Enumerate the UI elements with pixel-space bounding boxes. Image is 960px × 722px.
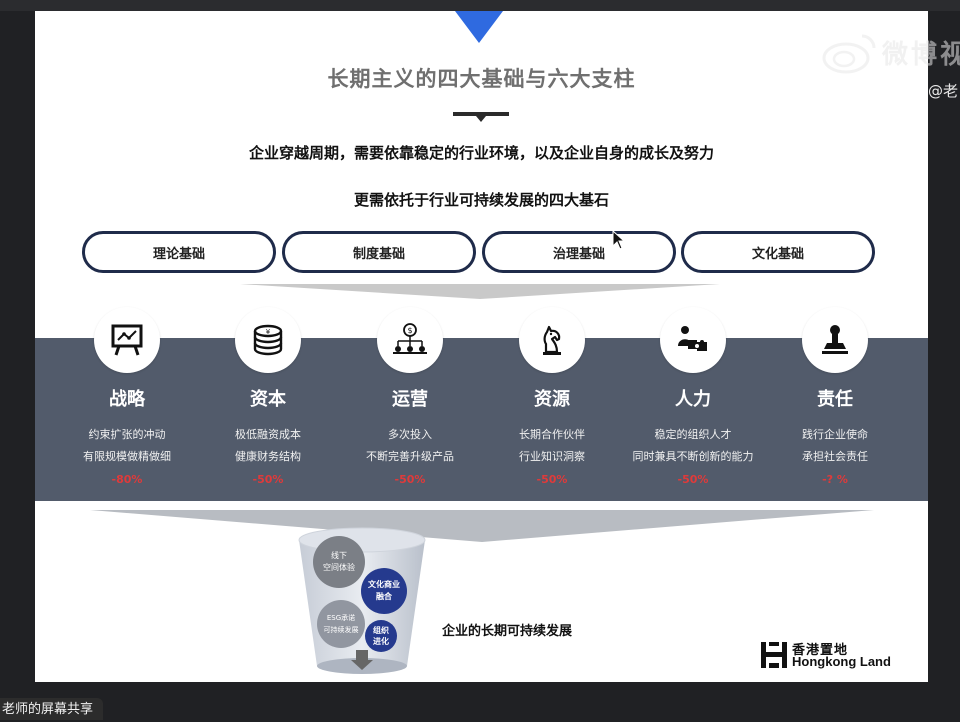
chess-knight-icon: [519, 307, 585, 373]
screen-share-label: 老师的屏幕共享: [0, 698, 104, 720]
pillar-description: 长期合作伙伴 行业知识洞察: [482, 424, 622, 468]
pillar-name: 资源: [534, 389, 570, 410]
weibo-watermark-text: 微博视: [882, 40, 960, 70]
pillar-desc-line: 约束扩张的冲动: [88, 428, 166, 441]
stamp-icon: [802, 307, 868, 373]
bubble-text: 空间体验: [323, 563, 355, 572]
funnel-bubble-3: ESG承诺 可持续发展: [317, 600, 365, 648]
funnel-bubble-4: 组织 进化: [365, 620, 397, 652]
pillar-percent: -50%: [677, 473, 709, 486]
pillar-desc-line: 健康财务结构: [235, 450, 301, 463]
pillar-description: 稳定的组织人才 同时兼具不断创新的能力: [623, 424, 763, 468]
pillar-description: 约束扩张的冲动 有限规模做精做细: [57, 424, 197, 468]
pillars-band: [35, 338, 928, 501]
pillar-desc-line: 承担社会责任: [802, 450, 868, 463]
pillar-name: 资本: [250, 389, 286, 410]
logo-chinese-name: 香港置地: [792, 643, 849, 658]
title-caret-icon: [476, 116, 486, 122]
title-underline: [453, 112, 509, 116]
weibo-watermark-handle: @老: [928, 82, 959, 100]
pillars-wedge-arrow: [90, 510, 874, 542]
foundation-pill: 治理基础: [482, 231, 676, 273]
foundation-pill: 制度基础: [282, 231, 476, 273]
pillar-resources: 资源 长期合作伙伴 行业知识洞察 -50%: [482, 307, 622, 486]
logo-english-name: Hongkong Land: [792, 654, 891, 669]
coin-stack-icon: ¥: [235, 307, 301, 373]
foundation-pill: 理论基础: [82, 231, 276, 273]
bottom-label: 企业的长期可持续发展: [442, 624, 573, 639]
pillar-operations: $ 运营 多次投入 不断完善升级产品 -50%: [340, 307, 480, 486]
weibo-watermark: 微博视 @老: [820, 30, 960, 110]
slide-subtitle-1: 企业穿越周期，需要依靠稳定的行业环境，以及企业自身的成长及努力: [248, 144, 714, 162]
strategy-board-icon: [94, 307, 160, 373]
pillar-desc-line: 不断完善升级产品: [366, 450, 454, 463]
pillar-strategy: 战略 约束扩张的冲动 有限规模做精做细 -80%: [57, 307, 197, 486]
pillar-desc-line: 长期合作伙伴: [519, 428, 585, 441]
weibo-logo-icon: [822, 34, 876, 74]
pillar-percent: -? %: [822, 473, 848, 486]
bubble-text: 组织: [373, 626, 389, 635]
top-triangle-decoration: [455, 11, 503, 43]
bubble-text: 融合: [376, 592, 392, 601]
pillar-description: 多次投入 不断完善升级产品: [340, 424, 480, 468]
pillar-name: 责任: [817, 389, 853, 410]
pillar-desc-line: 多次投入: [388, 428, 432, 441]
pillar-desc-line: 同时兼具不断创新的能力: [632, 450, 754, 463]
hongkong-land-logo: 香港置地 Hongkong Land: [760, 639, 910, 671]
pillar-percent: -80%: [111, 473, 143, 486]
pillar-desc-line: 极低融资成本: [235, 428, 301, 441]
foundation-pill: 文化基础: [681, 231, 875, 273]
pillar-name: 运营: [392, 389, 428, 410]
pillar-percent: -50%: [536, 473, 568, 486]
bubble-text: ESG承诺: [326, 614, 356, 622]
pillar-capital: ¥ 资本 极低融资成本 健康财务结构 -50%: [198, 307, 338, 486]
bubble-text: 文化商业: [368, 580, 400, 589]
pillar-desc-line: 行业知识洞察: [519, 450, 585, 463]
pillar-desc-line: 稳定的组织人才: [654, 428, 732, 441]
pillar-percent: -50%: [394, 473, 426, 486]
bubble-text: 进化: [373, 637, 389, 646]
shared-slide: 长期主义的四大基础与六大支柱 企业穿越周期，需要依靠稳定的行业环境，以及企业自身…: [35, 11, 928, 682]
pillar-name: 人力: [675, 389, 711, 410]
svg-text:¥: ¥: [266, 328, 271, 336]
slide-subtitle-2: 更需依托于行业可持续发展的四大基石: [353, 191, 609, 209]
hongkong-land-logo-mark-icon: [761, 642, 787, 668]
pillar-responsibility: 责任 践行企业使命 承担社会责任 -? %: [765, 307, 905, 486]
pillar-desc-line: 有限规模做精做细: [83, 450, 171, 463]
pillar-name: 战略: [109, 389, 145, 410]
funnel-bubble-2: 文化商业 融合: [361, 568, 407, 614]
pillar-human: 人力 稳定的组织人才 同时兼具不断创新的能力 -50%: [623, 307, 763, 486]
dollar-hierarchy-icon: $: [377, 307, 443, 373]
funnel-bubble-1: 线下 空间体验: [313, 536, 365, 588]
slide-title: 长期主义的四大基础与六大支柱: [327, 67, 636, 91]
pillar-description: 践行企业使命 承担社会责任: [765, 424, 905, 468]
bubble-text: 可持续发展: [323, 626, 359, 634]
pillar-description: 极低融资成本 健康财务结构: [198, 424, 338, 468]
window-top-bar: [0, 0, 960, 11]
bubble-text: 线下: [331, 551, 347, 560]
foundation-wedge-arrow: [240, 284, 720, 299]
funnel-graphic: 线下 空间体验 文化商业 融合 ESG承诺 可持续发展 组织 进化: [295, 526, 429, 676]
people-puzzle-icon: [660, 307, 726, 373]
svg-text:$: $: [407, 326, 412, 335]
mouse-cursor-icon: [612, 229, 626, 254]
pillar-desc-line: 践行企业使命: [802, 428, 868, 441]
pillar-percent: -50%: [252, 473, 284, 486]
